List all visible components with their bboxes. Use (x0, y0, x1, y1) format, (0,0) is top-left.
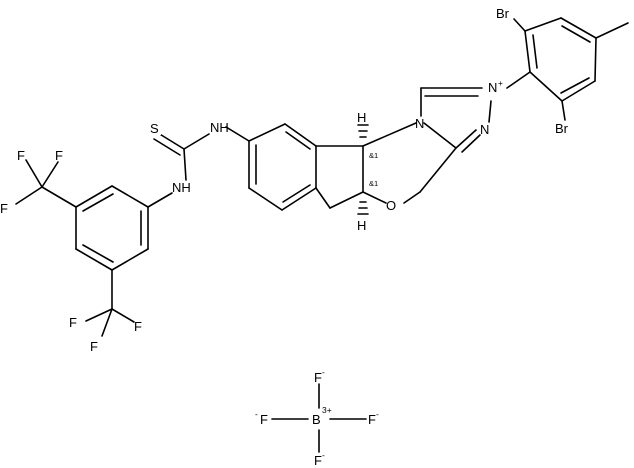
fluoride-charge-label: - (376, 409, 379, 419)
bromine-label-top: Br (496, 6, 510, 21)
atom-labels: F F F F F F S NH NH H H &1 &1 N O N N + … (0, 6, 569, 468)
bromine-label-bottom: Br (555, 121, 569, 136)
fluoride-charge-label: - (255, 409, 258, 419)
hydrogen-label-top: H (357, 110, 366, 125)
fluoride-charge-label: - (322, 450, 325, 460)
fluorine-label: F (55, 148, 63, 163)
nitrogen-label: N (415, 116, 424, 131)
nitrogen-cation-label: N (488, 80, 497, 95)
bond-lines (15, 17, 629, 453)
fluorine-label: F (0, 201, 8, 216)
oxygen-label: O (386, 198, 396, 213)
fluorine-label-right: F (368, 412, 376, 427)
tetrafluoroborate-counterion: B 3+ F - - F F - F - (255, 367, 379, 468)
fluorine-label: F (90, 339, 98, 354)
hashed-stereo-bonds (357, 124, 369, 215)
fluorine-label: F (134, 319, 142, 334)
stereo-tag-bottom: &1 (369, 179, 378, 188)
stereo-tag-top: &1 (369, 151, 378, 160)
fluorine-label: F (69, 315, 77, 330)
positive-charge-label: + (498, 78, 503, 88)
boron-label: B (312, 412, 321, 427)
fluoride-charge-label: - (322, 367, 325, 377)
fluorine-label-top: F (314, 370, 322, 385)
fluorine-label-left: F (260, 412, 268, 427)
thiourea-nh-left-label: NH (172, 180, 191, 195)
sulfur-label: S (150, 121, 159, 136)
thiourea-nh-right-label: NH (210, 120, 229, 135)
fluorine-label: F (17, 148, 25, 163)
fluorine-label-bottom: F (314, 453, 322, 468)
nitrogen-label: N (480, 122, 489, 137)
boron-charge-label: 3+ (322, 405, 332, 415)
hydrogen-label-bottom: H (357, 218, 366, 233)
